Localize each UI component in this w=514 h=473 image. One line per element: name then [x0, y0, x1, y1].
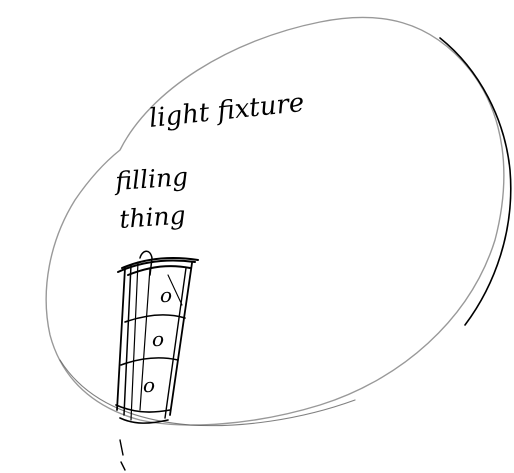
column-tail — [120, 440, 125, 470]
stacked-column-sketch — [116, 251, 198, 470]
fixture-ellipse-outline — [46, 17, 504, 425]
column-mark-bottom: o — [143, 373, 155, 397]
column-mark-middle: o — [152, 327, 164, 351]
fixture-ellipse-lower-edge — [60, 360, 355, 426]
column-mark-top: o — [160, 283, 172, 307]
column-divider-1 — [125, 315, 185, 322]
column-divider-2 — [121, 358, 178, 365]
sketch-note-line1: filling — [112, 162, 189, 196]
sketch-note-line2: thing — [118, 200, 186, 234]
sketch-title: light fixture — [148, 88, 306, 134]
column-left-edge-3 — [131, 262, 138, 420]
column-left-edge-2 — [124, 265, 131, 415]
column-left-edge — [117, 268, 125, 410]
fixture-ellipse-right-edge — [440, 38, 511, 325]
